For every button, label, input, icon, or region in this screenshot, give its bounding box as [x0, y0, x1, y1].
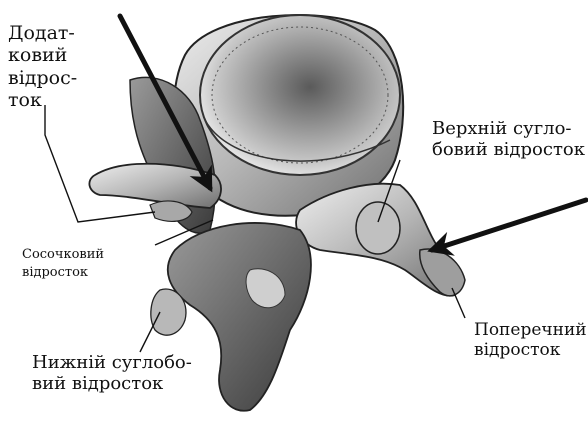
- label-transverse-process: Поперечний відросток: [474, 320, 587, 360]
- label-mammillary-process: Сосочковий відросток: [22, 246, 104, 281]
- label-line: Поперечний: [474, 320, 587, 340]
- label-line: вий відросток: [32, 373, 192, 394]
- label-line: відрос-: [8, 67, 77, 89]
- label-superior-articular-process: Верхній сугло- бовий відросток: [432, 118, 585, 160]
- label-line: Верхній сугло-: [432, 118, 585, 139]
- label-line: Додат-: [8, 22, 77, 44]
- label-line: відросток: [474, 340, 587, 360]
- label-line: Сосочковий: [22, 246, 104, 264]
- label-line: відросток: [22, 264, 104, 282]
- arrow-transverse: [432, 200, 586, 250]
- label-line: ковий: [8, 44, 77, 66]
- label-line: бовий відросток: [432, 139, 585, 160]
- label-line: Нижній суглобо-: [32, 352, 192, 373]
- label-accessory-process: Додат- ковий відрос- ток: [8, 22, 77, 112]
- right-processes: [296, 184, 465, 296]
- label-inferior-articular-process: Нижній суглобо- вий відросток: [32, 352, 192, 394]
- label-line: ток: [8, 89, 77, 111]
